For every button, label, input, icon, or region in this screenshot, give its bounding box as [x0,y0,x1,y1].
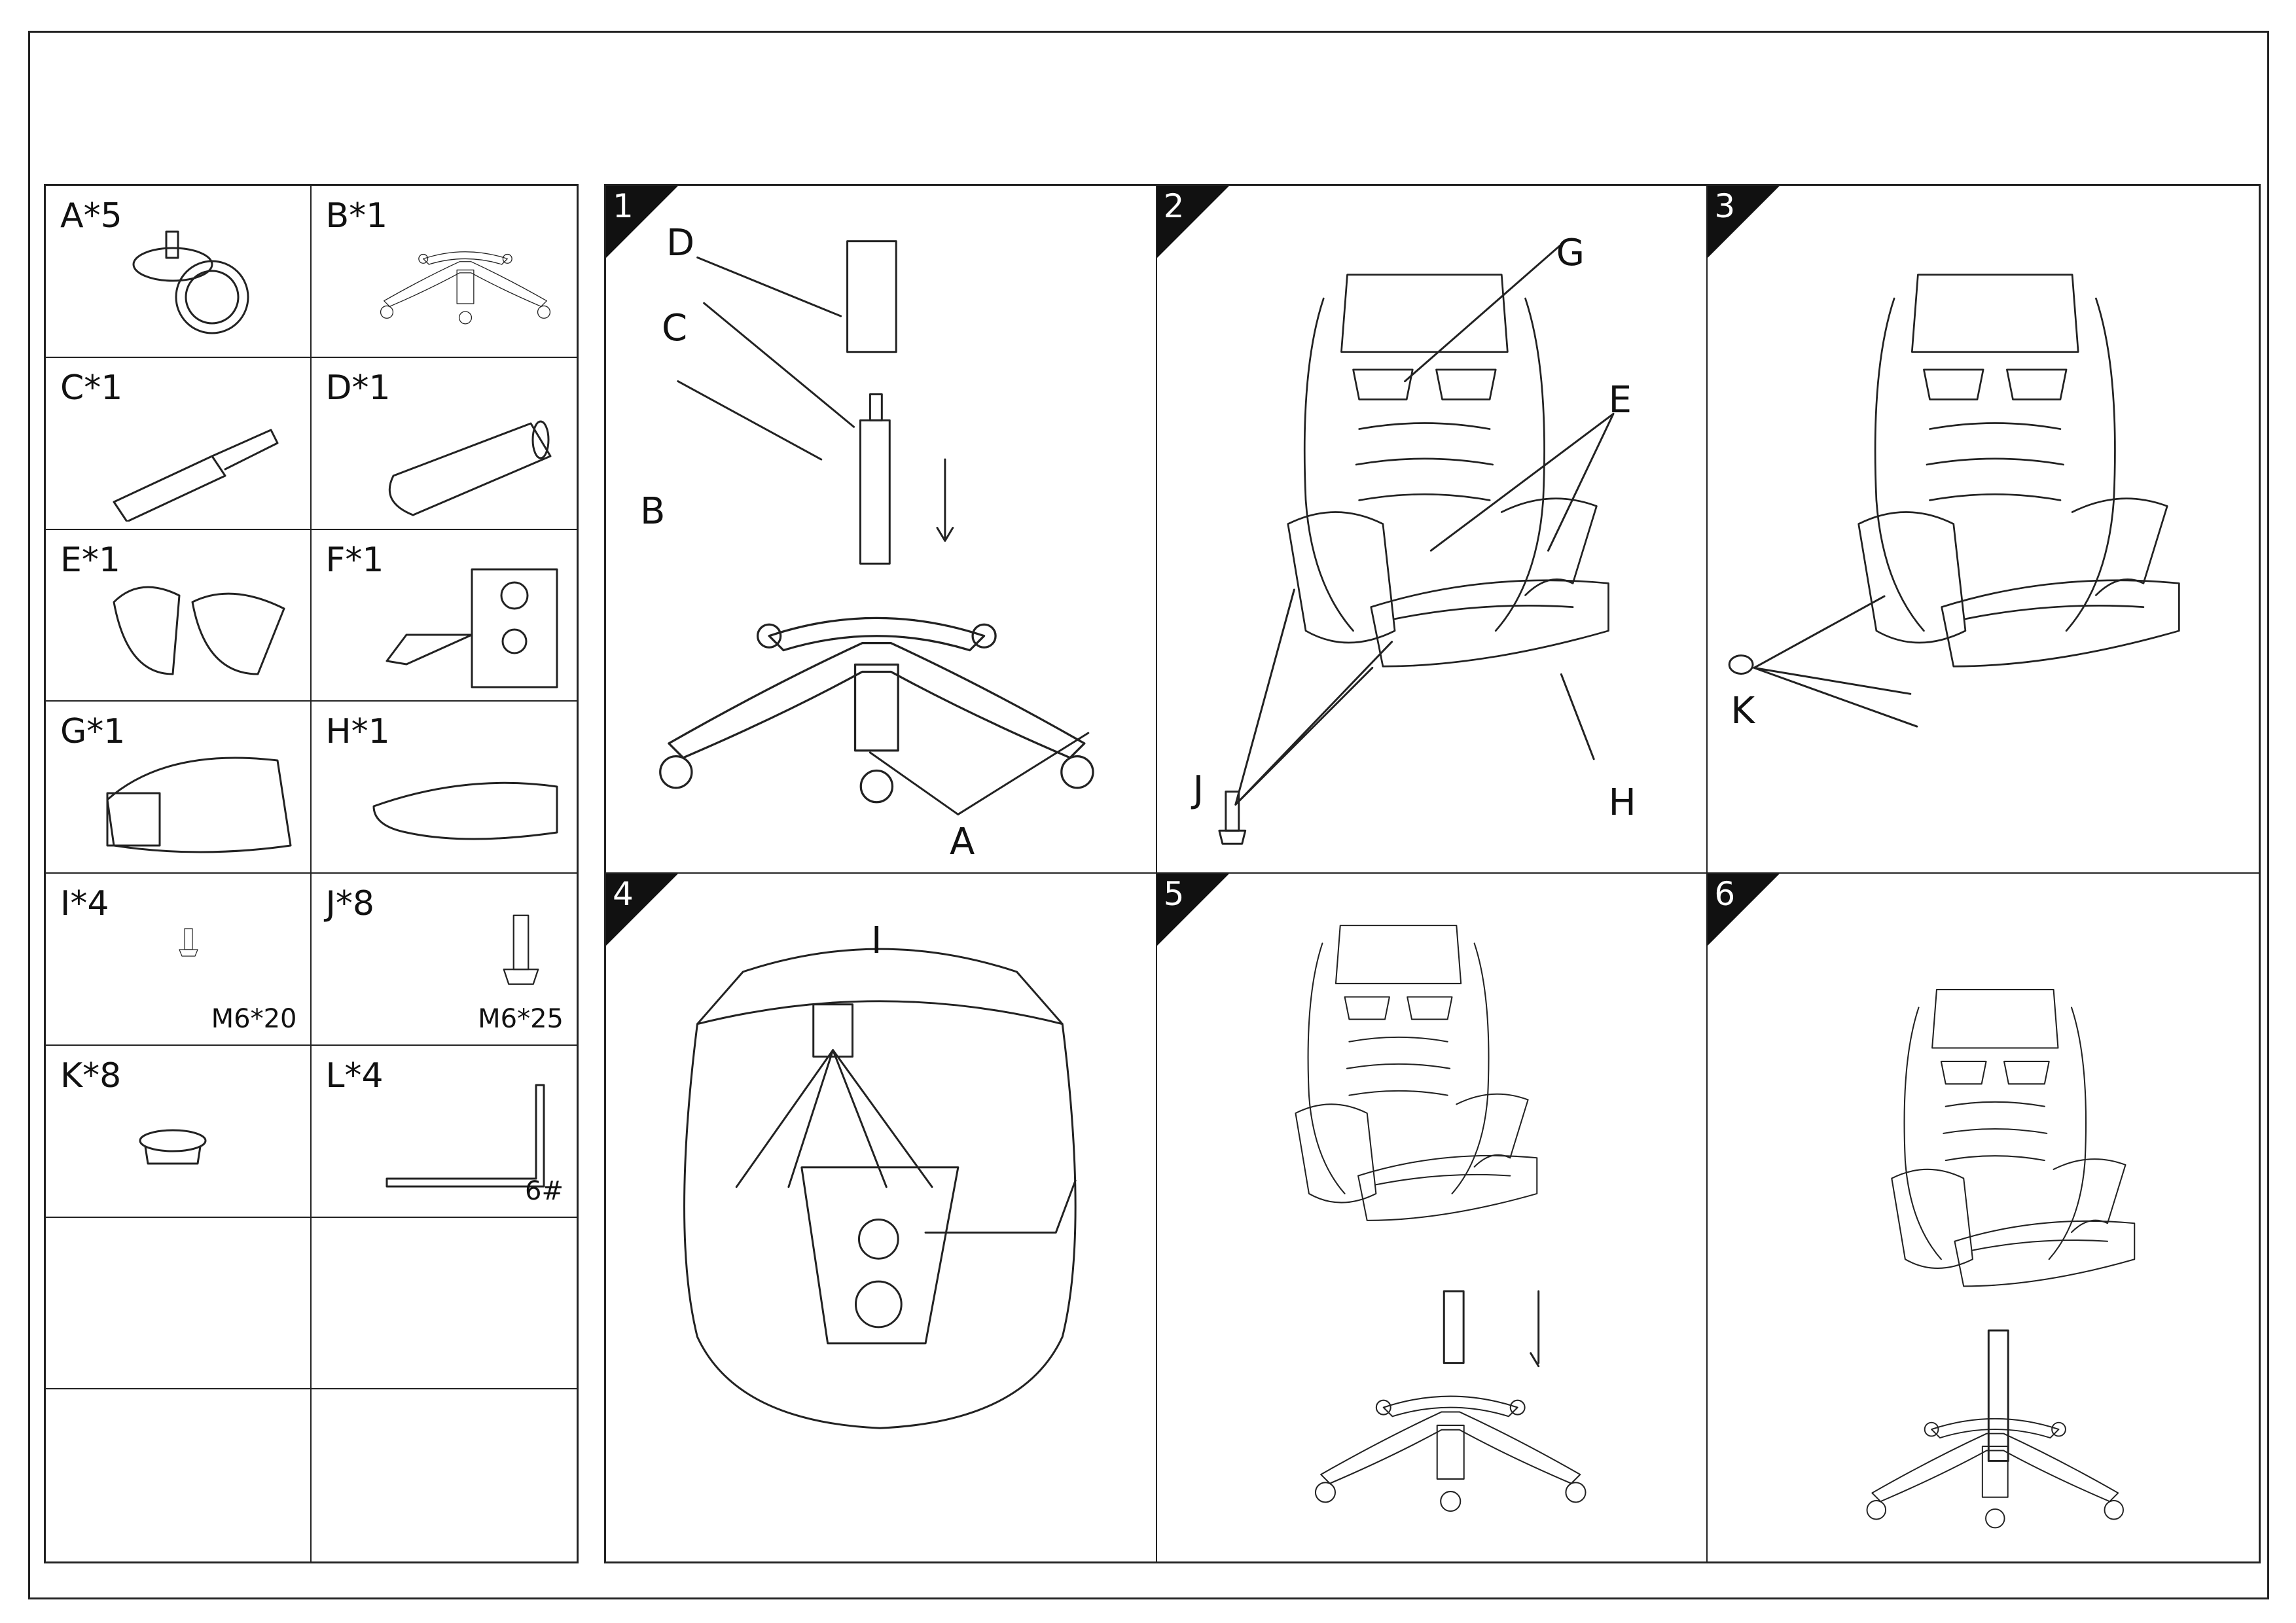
key-size: 6# [525,1175,564,1206]
base-assembly-illustration [659,240,1094,815]
part-label: H*1 [325,712,390,752]
step-number-badge: 6 [1708,874,1780,946]
bolt-spec: M6*25 [478,1003,564,1034]
allen-key-icon [386,1084,545,1188]
part-f: F*1 [311,530,577,702]
callout-c: C [662,307,688,349]
bolt-icon [503,914,539,985]
bolt-icon [178,928,198,957]
seat-back-armrest-illustration [1218,243,1615,845]
part-d: D*1 [311,358,577,530]
seat-icon [372,782,558,840]
chair-base-icon [367,219,564,349]
empty-cell [46,1217,312,1390]
cylinder-cover-icon [388,420,552,516]
cap-installation-illustration [1729,274,2181,728]
callout-j: J [1193,768,1204,811]
part-label: A*5 [60,196,122,236]
step-number-badge: 3 [1708,186,1780,258]
part-label: I*4 [60,884,109,923]
part-b: B*1 [311,186,577,358]
parts-list: A*5 B*1 C*1 D*1 E*1 F*1 G*1 H*1 I*4 M6*2… [44,184,579,1563]
part-k: K*8 [46,1045,312,1218]
seat-onto-base-illustration [1295,925,1587,1512]
callout-b: B [640,490,666,533]
mechanism-icon [386,568,558,688]
caster-wheel-icon [132,230,249,334]
empty-cell [312,1389,577,1561]
step-3: 3 K [1708,186,2259,874]
part-j: J*8 M6*25 [311,874,577,1046]
callout-e: E [1608,379,1632,421]
part-label: D*1 [325,368,391,408]
part-label: B*1 [325,196,388,236]
step-6: 6 [1708,874,2259,1561]
part-c: C*1 [46,357,312,530]
part-g: G*1 [46,702,312,874]
step-number-badge: 5 [1157,874,1229,946]
part-a: A*5 [46,186,312,358]
callout-g: G [1556,232,1585,274]
part-label: K*8 [60,1056,122,1096]
assembly-steps: 1 D C B A 2 G E J H 3 K 4 [604,184,2261,1563]
step-2: 2 G E J H [1157,186,1708,874]
step-5: 5 [1157,874,1708,1561]
gas-lift-icon [113,429,278,522]
callout-i: I [871,919,882,962]
part-label: F*1 [325,540,384,580]
step-4: 4 I [606,874,1157,1561]
step-1: 1 D C B A [606,186,1157,874]
step-number-badge: 2 [1157,186,1229,258]
cap-icon [139,1129,206,1165]
callout-k: K [1731,690,1755,732]
mechanism-attachment-illustration [683,948,1077,1429]
bolt-spec: M6*20 [211,1003,297,1034]
part-label: C*1 [60,368,123,408]
backrest-icon [106,757,291,853]
callout-d: D [666,222,695,264]
part-h: H*1 [311,702,577,874]
finished-chair-illustration [1866,988,2136,1529]
empty-cell [311,1218,577,1390]
part-label: G*1 [60,712,126,752]
callout-h: H [1608,781,1636,824]
part-label: E*1 [60,540,120,580]
callout-a: A [950,821,975,863]
empty-cell [46,1389,312,1561]
step-number-badge: 4 [606,874,678,946]
part-i: I*4 M6*20 [46,874,312,1046]
part-label: J*8 [325,884,374,923]
part-label: L*4 [325,1056,384,1096]
part-l: L*4 6# [311,1046,577,1218]
armrest-icon [113,586,285,675]
part-e: E*1 [46,529,312,702]
page-frame [28,31,2269,1599]
step-number-badge: 1 [606,186,678,258]
